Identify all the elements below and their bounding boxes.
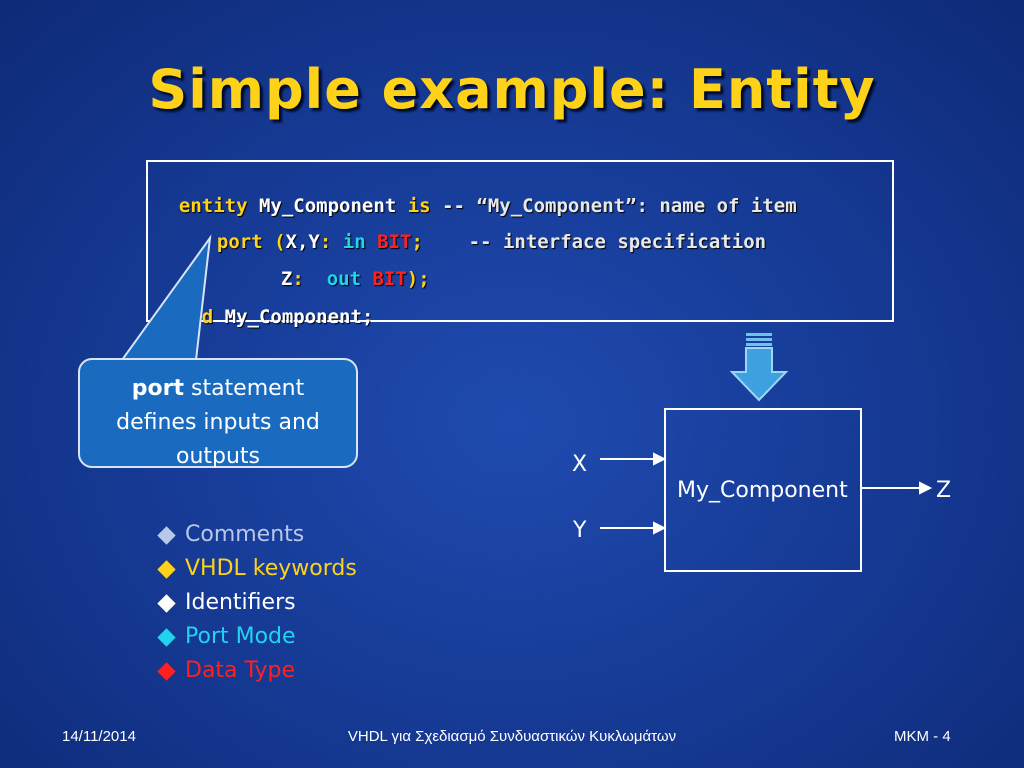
semicolon: ; xyxy=(411,231,423,253)
callout-text-2: defines inputs and xyxy=(116,410,320,435)
mode-out: out xyxy=(326,268,362,290)
port-callout: port statement defines inputs and output… xyxy=(78,358,358,469)
identifier-name-end: My_Component; xyxy=(224,306,374,328)
comment-name: -- “My_Component”: name of item xyxy=(442,195,797,217)
colon: : xyxy=(319,231,332,253)
code-line-1: entity My_Component is -- “My_Component”… xyxy=(156,173,797,217)
mode-in: in xyxy=(342,231,366,253)
close-paren: ); xyxy=(406,268,430,290)
input-x-label: X xyxy=(572,452,588,477)
identifier-z: Z xyxy=(280,268,293,290)
component-box xyxy=(664,408,862,572)
keyword-is: is xyxy=(407,195,431,217)
type-bit: BIT xyxy=(372,268,407,290)
callout-bold: port xyxy=(131,376,184,401)
legend-item-identifiers: Identifiers xyxy=(156,586,357,620)
output-z-label: Z xyxy=(936,478,952,503)
comment-interface: -- interface specification xyxy=(468,231,767,253)
component-label: My_Component xyxy=(677,478,848,503)
code-line-2: port (X,Y: in BIT; -- interface specific… xyxy=(194,209,766,253)
colon: : xyxy=(292,268,304,290)
footer-course: VHDL για Σχεδιασμό Συνδυαστικών Κυκλωμάτ… xyxy=(347,728,677,745)
legend: Comments VHDL keywords Identifiers Port … xyxy=(156,518,357,688)
legend-item-comments: Comments xyxy=(156,518,357,552)
footer-date: 14/11/2014 xyxy=(62,728,136,745)
down-arrow-icon xyxy=(729,333,789,402)
slide-title: Simple example: Entity xyxy=(148,58,876,121)
type-bit: BIT xyxy=(377,231,412,253)
identifier-name: My_Component xyxy=(258,195,397,217)
code-line-3: Z: out BIT); xyxy=(258,246,430,290)
identifier-xy: X,Y xyxy=(285,231,320,253)
callout-text-3: outputs xyxy=(175,444,261,469)
legend-label: Port Mode xyxy=(185,624,296,649)
legend-label: VHDL keywords xyxy=(185,556,357,581)
legend-item-data-type: Data Type xyxy=(156,654,357,688)
legend-item-keywords: VHDL keywords xyxy=(156,552,357,586)
input-y-label: Y xyxy=(573,518,587,543)
keyword-entity: entity xyxy=(178,195,248,217)
footer-page-number: MKM - 4 xyxy=(894,728,951,745)
code-box xyxy=(146,160,894,322)
legend-label: Comments xyxy=(185,522,305,547)
keyword-port: port ( xyxy=(216,231,286,253)
callout-text-1: statement xyxy=(190,376,305,401)
legend-label: Data Type xyxy=(185,658,296,683)
legend-item-port-mode: Port Mode xyxy=(156,620,357,654)
legend-label: Identifiers xyxy=(185,590,296,615)
